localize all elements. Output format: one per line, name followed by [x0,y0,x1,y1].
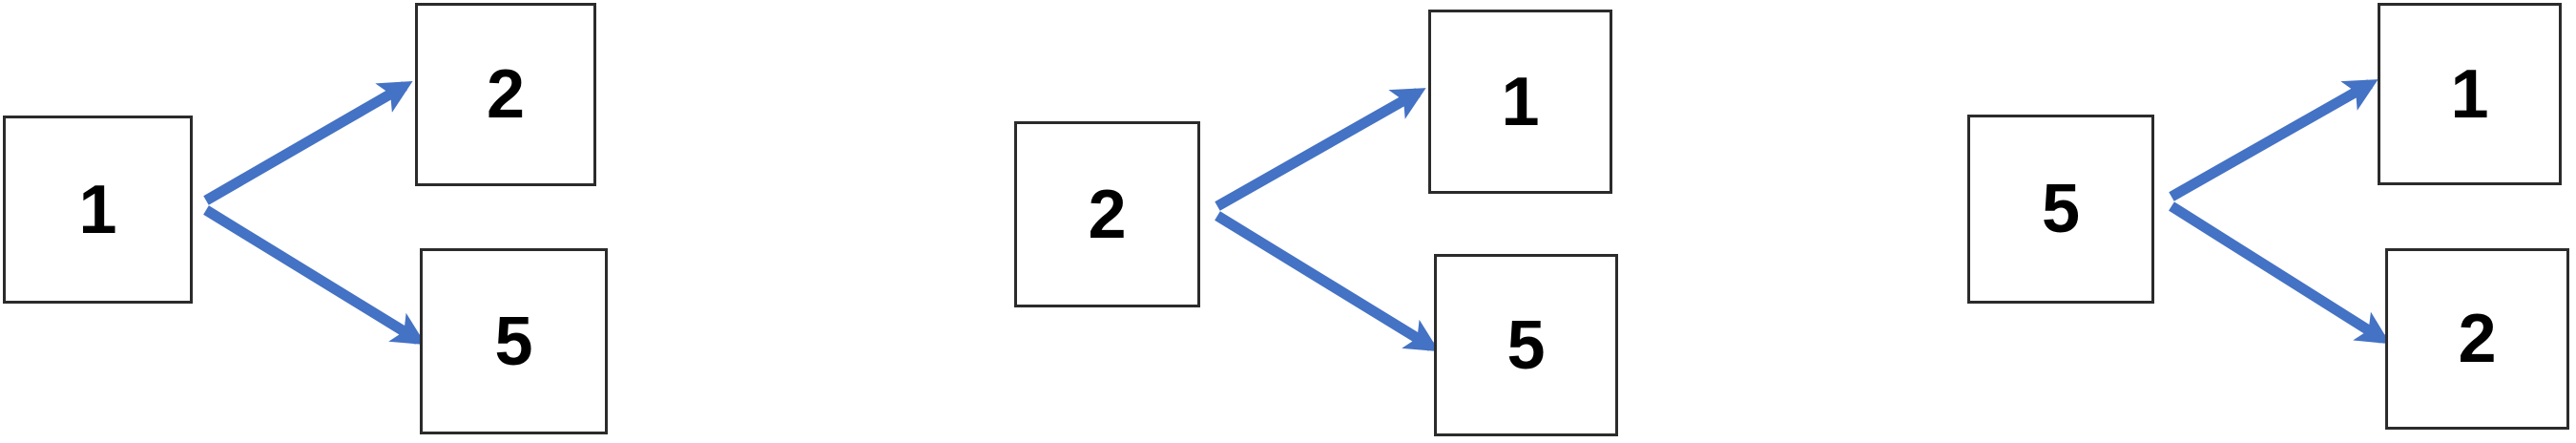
edge-arrow-5-to-1 [2169,79,2379,201]
edge-arrow-1-to-5 [203,205,426,346]
node-label: 5 [494,303,533,380]
node-g3-source[interactable]: 5 [1967,115,2154,304]
node-g1-target-bottom[interactable]: 5 [420,248,608,434]
node-g1-source[interactable]: 1 [3,116,193,304]
node-label: 2 [486,56,526,133]
node-g2-target-bottom[interactable]: 5 [1434,254,1618,436]
node-label: 1 [1501,63,1540,140]
edge-arrow-1-to-2 [203,81,413,205]
node-label: 1 [2450,55,2489,133]
node-label: 2 [1088,176,1127,253]
node-g2-target-top[interactable]: 1 [1428,10,1612,194]
node-g1-target-top[interactable]: 2 [415,3,596,186]
node-label: 1 [78,171,117,248]
edge-arrow-5-to-2 [2169,201,2391,345]
node-label: 2 [2458,301,2497,377]
node-label: 5 [2041,171,2081,247]
node-g3-target-top[interactable]: 1 [2378,3,2562,185]
edge-arrow-2-to-1 [1215,88,1426,211]
edge-arrow-2-to-5 [1215,211,1440,352]
node-g2-source[interactable]: 2 [1014,121,1200,307]
node-g3-target-bottom[interactable]: 2 [2385,248,2569,430]
node-label: 5 [1506,306,1546,384]
